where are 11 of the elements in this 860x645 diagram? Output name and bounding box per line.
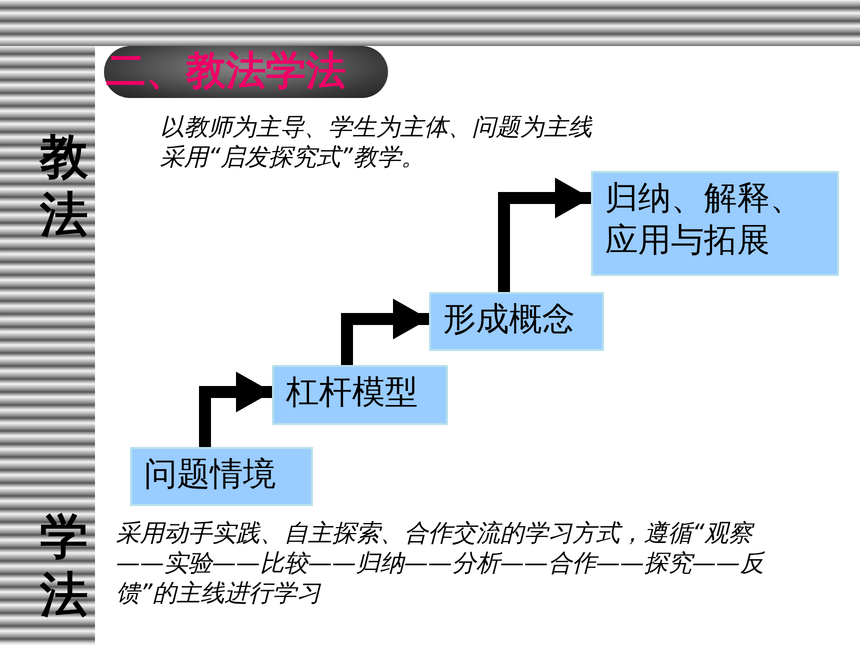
- side-heading: 教法: [38, 128, 89, 244]
- side-heading: 学法: [38, 508, 89, 624]
- process-box: 问题情境: [130, 447, 313, 506]
- intro-text: 采用“启发探究式”教学。: [160, 142, 425, 172]
- intro-text: 以教师为主导、学生为主体、问题为主线: [160, 112, 592, 142]
- elbow-arrow: [199, 372, 272, 447]
- method-text: 采用动手实践、自主探索、合作交流的学习方式，遵循“观察——实验——比较——归纳——分析——合作——探究——反馈”的主线进行学习: [116, 518, 766, 608]
- title-banner: 二、教法学法: [104, 46, 388, 98]
- process-box: 形成概念: [429, 292, 604, 351]
- process-box: 杠杆模型: [272, 365, 448, 425]
- process-box: 归纳、解释、应用与拓展: [591, 171, 839, 276]
